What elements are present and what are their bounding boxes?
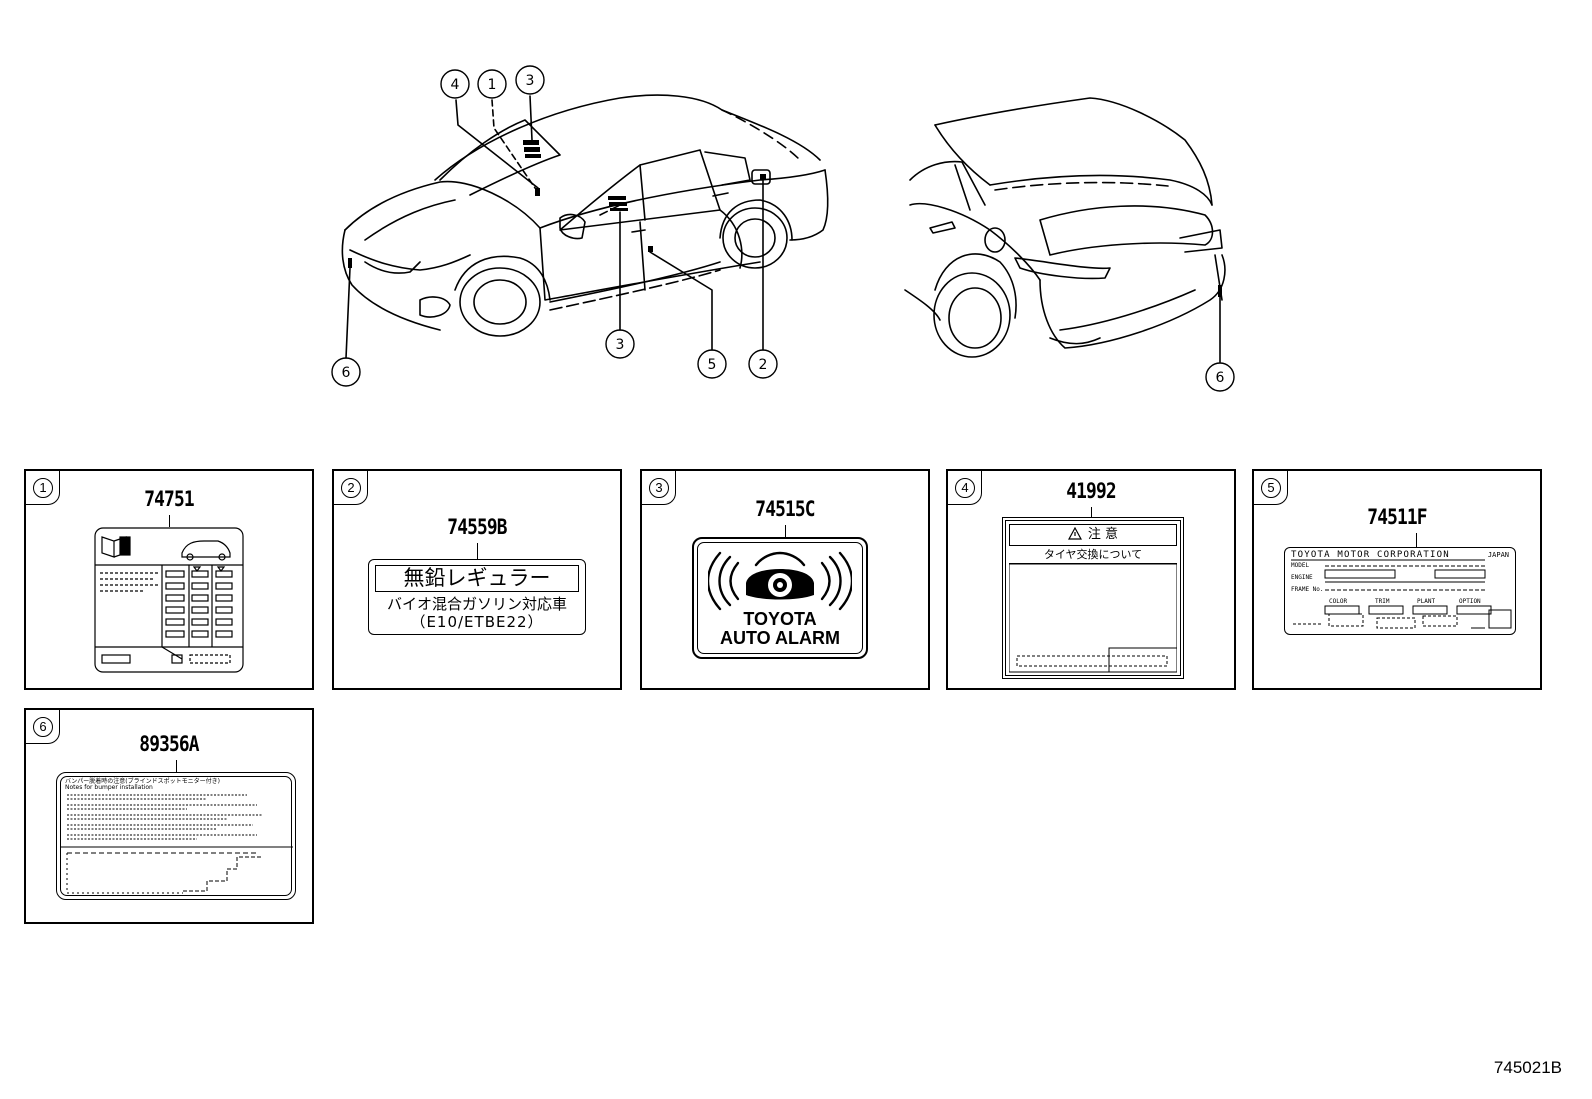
tire-info-label: [94, 527, 244, 673]
leader-line: [477, 543, 478, 559]
part-number: 89356A: [139, 732, 199, 756]
vin-code-plant: PLANT: [1417, 598, 1436, 605]
vin-code-trim: TRIM: [1375, 598, 1390, 605]
panel-index-tag: 5: [1254, 471, 1288, 505]
leader-line: [176, 760, 177, 772]
info-icon: [119, 536, 131, 556]
vin-code-option: OPTION: [1459, 598, 1481, 605]
part-number: 74511F: [1367, 505, 1427, 529]
label-panel-5: 5 74511F TOYOTA MOTOR CORPORATION JAPAN …: [1252, 469, 1542, 690]
car-front-view: [341, 94, 829, 359]
bumper-notice-subtitle: Notes for bumper installation: [65, 784, 153, 791]
fuel-type-note: （E10/ETBE22）: [410, 613, 544, 631]
alarm-sticker: TOYOTA AUTO ALARM: [692, 537, 868, 659]
vin-code-color: COLOR: [1329, 598, 1348, 605]
caution-heading: 注 意: [1087, 527, 1119, 542]
label-panel-1: 1 74751: [24, 469, 314, 690]
panel-index: 5: [1261, 478, 1281, 498]
label-panel-2: 2 74559B 無鉛レギュラー バイオ混合ガソリン対応車 （E10/ETBE2…: [332, 469, 622, 690]
callout-6-front: 6: [342, 365, 351, 381]
panel-index: 6: [33, 717, 53, 737]
panel-index-tag: 4: [948, 471, 982, 505]
vin-field-model: MODEL: [1291, 562, 1310, 569]
bumper-notice-title: バンパー脱着時の注意(ブラインドスポットモニター付き): [65, 778, 220, 785]
fuel-type-label: 無鉛レギュラー バイオ混合ガソリン対応車 （E10/ETBE22）: [368, 559, 586, 635]
panel-index: 1: [33, 478, 53, 498]
panel-index: 4: [955, 478, 975, 498]
car-rear-view: [904, 97, 1226, 363]
label-panel-3: 3 74515C TOYOTA AUTO ALARM: [640, 469, 930, 690]
tire-caution-label: 注 意 タイヤ交換について: [1002, 517, 1184, 679]
panel-index: 2: [341, 478, 361, 498]
alarm-caption: AUTO ALARM: [720, 628, 840, 648]
alarm-brand: TOYOTA: [743, 609, 817, 629]
bumper-notice-label: バンパー脱着時の注意(ブラインドスポットモニター付き) Notes for bu…: [56, 772, 296, 900]
car-silhouette-icon: [181, 540, 231, 558]
part-number: 74559B: [447, 515, 507, 539]
vehicle-illustration: 4 1 3 3 5 2 6 6: [331, 65, 1235, 392]
vin-plate-label: TOYOTA MOTOR CORPORATION JAPAN MODEL ENG…: [1284, 547, 1516, 635]
caution-subheading: タイヤ交換について: [1009, 547, 1177, 564]
vin-country: JAPAN: [1487, 551, 1509, 559]
panel-index-tag: 6: [26, 710, 60, 744]
callout-3-top: 3: [526, 73, 535, 89]
part-number: 41992: [1066, 479, 1116, 503]
warning-triangle-icon: [1067, 526, 1082, 540]
label-panel-4: 4 41992 注 意 タイヤ交換について: [946, 469, 1236, 690]
callout-3-bottom: 3: [616, 337, 625, 353]
vin-field-engine: ENGINE: [1291, 574, 1313, 581]
panel-index: 3: [649, 478, 669, 498]
leader-line: [1091, 507, 1092, 517]
callout-2: 2: [759, 357, 768, 373]
part-number: 74515C: [755, 497, 815, 521]
callout-1-top: 1: [488, 77, 497, 93]
leader-line: [785, 525, 786, 537]
leader-line: [169, 515, 170, 527]
vin-field-frame: FRAME No.: [1291, 586, 1324, 593]
leader-line: [1416, 533, 1417, 547]
fuel-type-subtitle: バイオ混合ガソリン対応車: [386, 595, 567, 613]
label-panel-6: 6 89356A バンパー脱着時の注意(ブラインドスポットモニター付き) Not…: [24, 708, 314, 924]
panel-index-tag: 1: [26, 471, 60, 505]
callout-circles: [331, 65, 1235, 392]
callout-6-rear: 6: [1216, 370, 1225, 386]
fuel-type-title: 無鉛レギュラー: [375, 565, 579, 592]
document-id: 745021B: [1493, 1058, 1562, 1077]
panel-index-tag: 2: [334, 471, 368, 505]
part-number: 74751: [144, 487, 194, 511]
alarm-signal-icon: [708, 551, 852, 611]
vin-maker: TOYOTA MOTOR CORPORATION: [1291, 550, 1450, 560]
callout-4-top: 4: [451, 77, 460, 93]
panel-index-tag: 3: [642, 471, 676, 505]
callout-5: 5: [708, 357, 717, 373]
